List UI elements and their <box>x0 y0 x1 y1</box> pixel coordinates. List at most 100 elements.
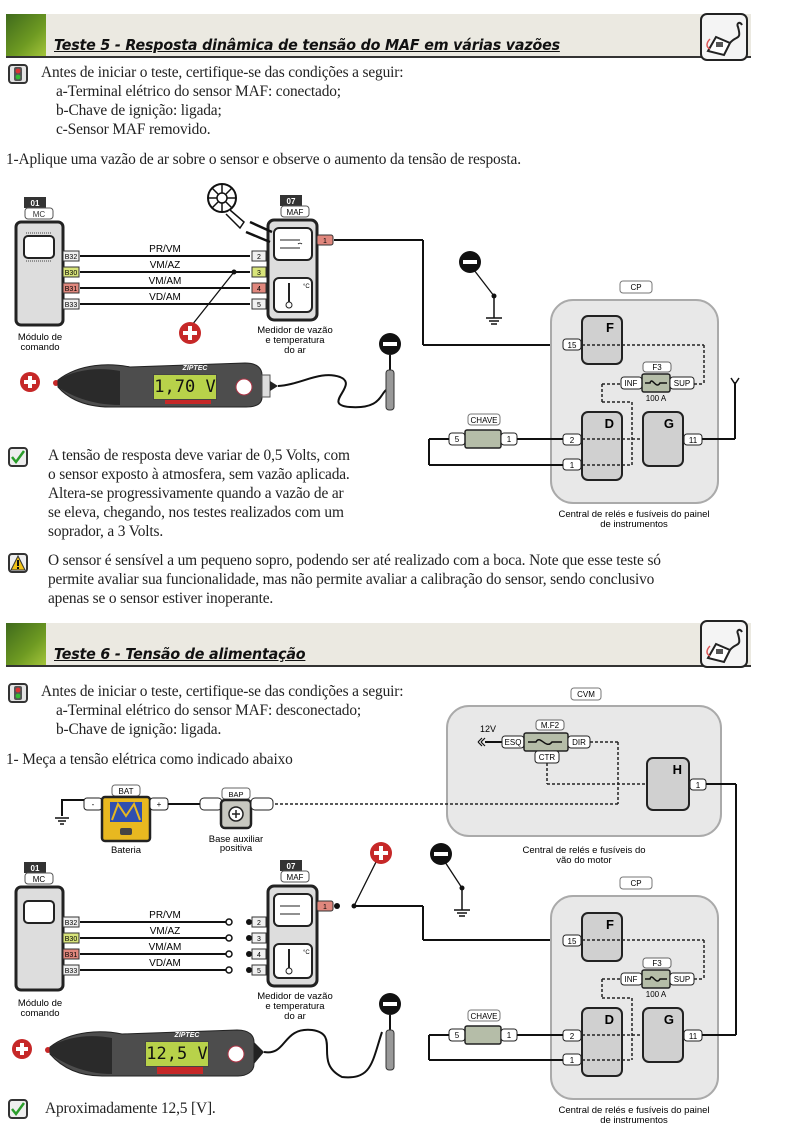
battery: - BAT + Bateria <box>55 784 200 856</box>
mc-module: 01 MC <box>14 197 65 327</box>
header-accent-bar <box>6 623 46 665</box>
check-icon <box>8 447 28 467</box>
test6-title: Teste 6 - Tensão de alimentação <box>54 645 306 663</box>
svg-text:2: 2 <box>570 436 575 445</box>
test6-result: Aproximadamente 12,5 [V]. <box>45 1100 216 1117</box>
cp-fuse-box: CP F 15 F3 INF SUP 100 A D 2 1 G <box>550 280 740 530</box>
svg-text:3: 3 <box>257 270 261 277</box>
wire-label: VD/AM <box>149 292 181 303</box>
ignition-switch: CHAVE 5 1 <box>428 413 563 466</box>
maf-sensor: 07 MAF °C 1 <box>245 195 334 322</box>
relay-h: H <box>673 762 682 777</box>
svg-text:5: 5 <box>455 435 460 444</box>
svg-text:ESQ: ESQ <box>505 738 522 747</box>
mc-pin: B32 <box>65 254 78 261</box>
supply-label: 12V <box>480 724 496 734</box>
svg-text:1: 1 <box>570 1056 575 1065</box>
svg-text:CHAVE: CHAVE <box>471 1012 498 1021</box>
warning-line: permite avaliar sua funcionalidade, mas … <box>48 571 655 588</box>
svg-text:4: 4 <box>257 952 261 959</box>
cvm-tag: CVM <box>577 690 595 699</box>
multimeter-test5: ZIPTEC 1,70 V <box>20 355 400 410</box>
svg-text:1: 1 <box>570 461 575 470</box>
ground-icon <box>55 817 69 825</box>
svg-text:e temperatura: e temperatura <box>265 1001 325 1012</box>
mc-pin: B33 <box>65 302 78 309</box>
svg-text:2: 2 <box>257 920 261 927</box>
test5-precondition: a-Terminal elétrico do sensor MAF: conec… <box>56 83 341 100</box>
test5-result-line: Altera-se progressivamente quando a vazã… <box>48 485 344 502</box>
svg-text:B33: B33 <box>65 968 78 975</box>
bat-caption: Bateria <box>111 845 142 856</box>
svg-text:G: G <box>664 1012 674 1027</box>
relay-d: D <box>605 416 614 431</box>
mc-pins: B32 B30 B31 B33 <box>62 250 80 310</box>
svg-text:Central de relés e fusíveis do: Central de relés e fusíveis do painel <box>558 1105 709 1116</box>
test6-precondition: a-Terminal elétrico do sensor MAF: desco… <box>56 702 361 719</box>
svg-text:11: 11 <box>689 436 698 445</box>
test5-header: Teste 5 - Resposta dinâmica de tensão do… <box>6 14 751 58</box>
ground-icon <box>486 317 502 325</box>
svg-text:+: + <box>157 800 162 809</box>
cvm-caption: Central de relés e fusíveis do <box>522 845 645 856</box>
mf2-tag: M.F2 <box>541 721 560 730</box>
svg-text:1: 1 <box>507 1031 512 1040</box>
traffic-light-icon <box>8 64 28 84</box>
maf-sensor: 07 MAF 2 3 4 5 °C 1 Medidor de vazão e t… <box>246 860 340 1022</box>
maf-pins: 2 3 4 5 <box>251 250 267 310</box>
svg-text:comando: comando <box>20 342 59 353</box>
test6-wiring-diagram: CVM 12V M.F2 ESQ DIR CTR H 1 Central de … <box>14 687 737 1126</box>
svg-text:B31: B31 <box>65 952 78 959</box>
test6-precondition: b-Chave de ignição: ligada. <box>56 721 222 738</box>
meter-brand: ZIPTEC <box>182 365 209 372</box>
svg-text:5: 5 <box>257 968 261 975</box>
warning-line: O sensor é sensível a um pequeno sopro, … <box>48 552 661 569</box>
mc-caption: Módulo de <box>18 332 62 343</box>
svg-text:MC: MC <box>33 875 46 884</box>
svg-text:INF: INF <box>625 975 638 984</box>
svg-text:do ar: do ar <box>284 345 306 356</box>
warning-icon <box>8 553 28 573</box>
svg-text:e temperatura: e temperatura <box>265 335 325 346</box>
svg-text:CTR: CTR <box>539 753 556 762</box>
maf-output-pin: 1 <box>323 238 327 245</box>
svg-text:D: D <box>605 1012 614 1027</box>
svg-text:-: - <box>92 800 95 809</box>
mc-pin: B31 <box>65 286 78 293</box>
cp-fuse-box: CP F 15 F3 INF SUP 100 A D 2 1 G 11 C <box>550 876 736 1126</box>
test5-preconditions-intro: Antes de iniciar o teste, certifique-se … <box>41 64 404 81</box>
negative-probe-test5 <box>379 333 401 411</box>
meter-display-test5: 1,70 V <box>153 374 217 400</box>
svg-text:15: 15 <box>568 341 577 350</box>
maf-tag: MAF <box>287 208 304 217</box>
svg-text:CP: CP <box>630 879 641 888</box>
svg-text:5: 5 <box>257 302 261 309</box>
ground-icon <box>454 909 470 917</box>
svg-text:1: 1 <box>696 781 701 790</box>
cp-caption: Central de relés e fusíveis do painel <box>558 509 709 520</box>
positive-probe-marker <box>370 842 392 864</box>
relay-f: F <box>606 320 614 335</box>
svg-text:F3: F3 <box>652 959 662 968</box>
mc-number-badge <box>24 197 46 208</box>
ignition-switch: CHAVE 5 1 <box>428 1009 563 1061</box>
cp-tag: CP <box>630 283 641 292</box>
svg-text:11: 11 <box>689 1032 698 1041</box>
svg-text:comando: comando <box>20 1008 59 1019</box>
maf-number: 07 <box>287 197 296 206</box>
negative-probe-marker <box>430 843 470 917</box>
blower-fan-icon <box>207 183 245 230</box>
multimeter-tool-icon <box>700 13 748 61</box>
svg-text:15: 15 <box>568 937 577 946</box>
meter-display-test6: 12,5 V <box>145 1041 209 1067</box>
svg-text:B30: B30 <box>65 936 78 943</box>
test6-step: 1- Meça a tensão elétrica como indicado … <box>6 751 293 768</box>
svg-text:PR/VM: PR/VM <box>149 910 181 921</box>
test5-result-line: A tensão de resposta deve variar de 0,5 … <box>48 447 350 464</box>
multimeter-tool-icon <box>700 620 748 668</box>
svg-text:3: 3 <box>257 936 261 943</box>
positive-aux-base: BAP Base auxiliar positiva <box>199 787 274 854</box>
svg-text:de instrumentos: de instrumentos <box>600 519 668 530</box>
header-accent-bar <box>6 14 46 56</box>
mc-tag: MC <box>33 210 46 219</box>
